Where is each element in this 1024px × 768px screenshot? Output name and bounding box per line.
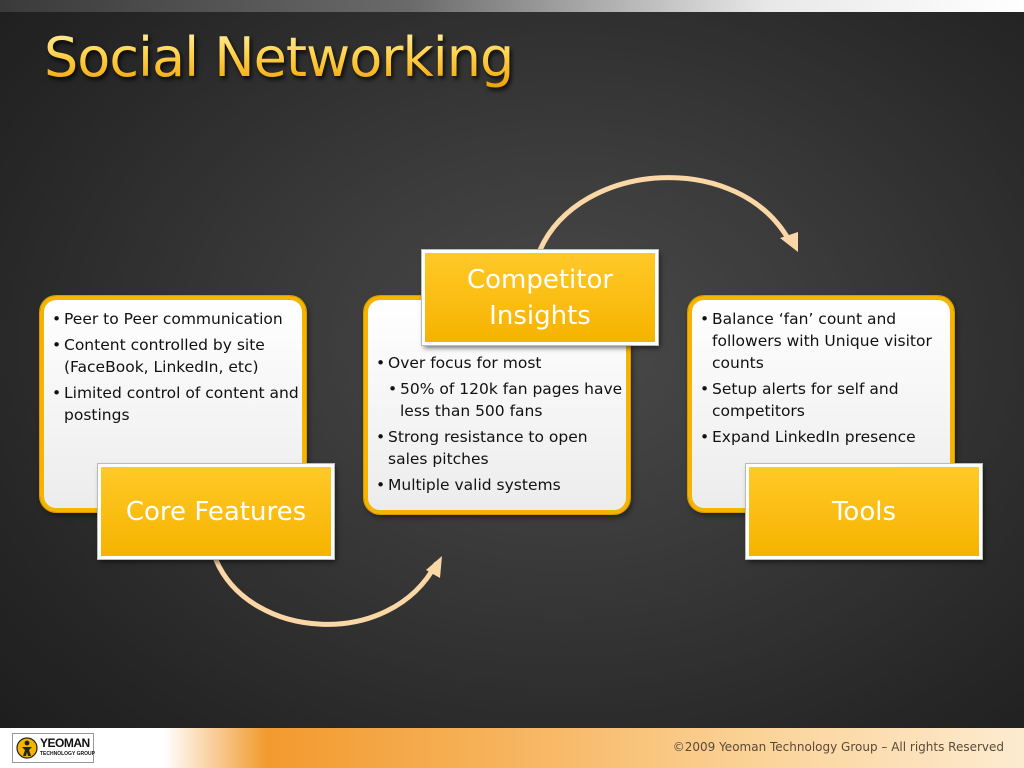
copyright-text: ©2009 Yeoman Technology Group – All righ… — [672, 740, 1004, 754]
yeoman-logo: YEOMAN TECHNOLOGY GROUP — [12, 733, 95, 763]
arrowhead-insights-to-tools — [780, 232, 798, 252]
bullet-item: Content controlled by site (FaceBook, Li… — [52, 334, 302, 378]
bullet-item: Multiple valid systems — [376, 474, 626, 496]
slide-title: Social Networking — [44, 26, 514, 89]
core-features-label: Core Features — [98, 464, 334, 559]
bullet-item: Over focus for most — [376, 352, 626, 374]
logo-wordmark: YEOMAN — [40, 736, 90, 750]
bullet-item: Expand LinkedIn presence — [700, 426, 950, 448]
yeoman-figure-icon — [16, 737, 38, 759]
tools-label: Tools — [746, 464, 982, 559]
top-gradient-strip — [0, 0, 1024, 12]
bullet-item: Setup alerts for self and competitors — [700, 378, 950, 422]
bullet-item: Peer to Peer communication — [52, 308, 302, 330]
tools-bullets: Balance ‘fan’ count and followers with U… — [700, 308, 950, 452]
arrowhead-core-to-insights — [426, 556, 442, 578]
bullet-item: Balance ‘fan’ count and followers with U… — [700, 308, 950, 374]
core-features-bullets: Peer to Peer communication Content contr… — [52, 308, 302, 430]
arrow-core-to-insights — [213, 557, 439, 627]
sub-bullet-item: 50% of 120k fan pages have less than 500… — [388, 378, 626, 422]
bullet-item: Limited control of content and postings — [52, 382, 302, 426]
footer-bar — [0, 728, 1024, 768]
competitor-insights-label: Competitor Insights — [422, 250, 658, 345]
bullet-item: Strong resistance to open sales pitches — [376, 426, 626, 470]
competitor-insights-bullets: Over focus for most 50% of 120k fan page… — [376, 352, 626, 500]
arrow-insights-to-tools — [537, 175, 793, 253]
logo-subtext: TECHNOLOGY GROUP — [40, 751, 95, 757]
